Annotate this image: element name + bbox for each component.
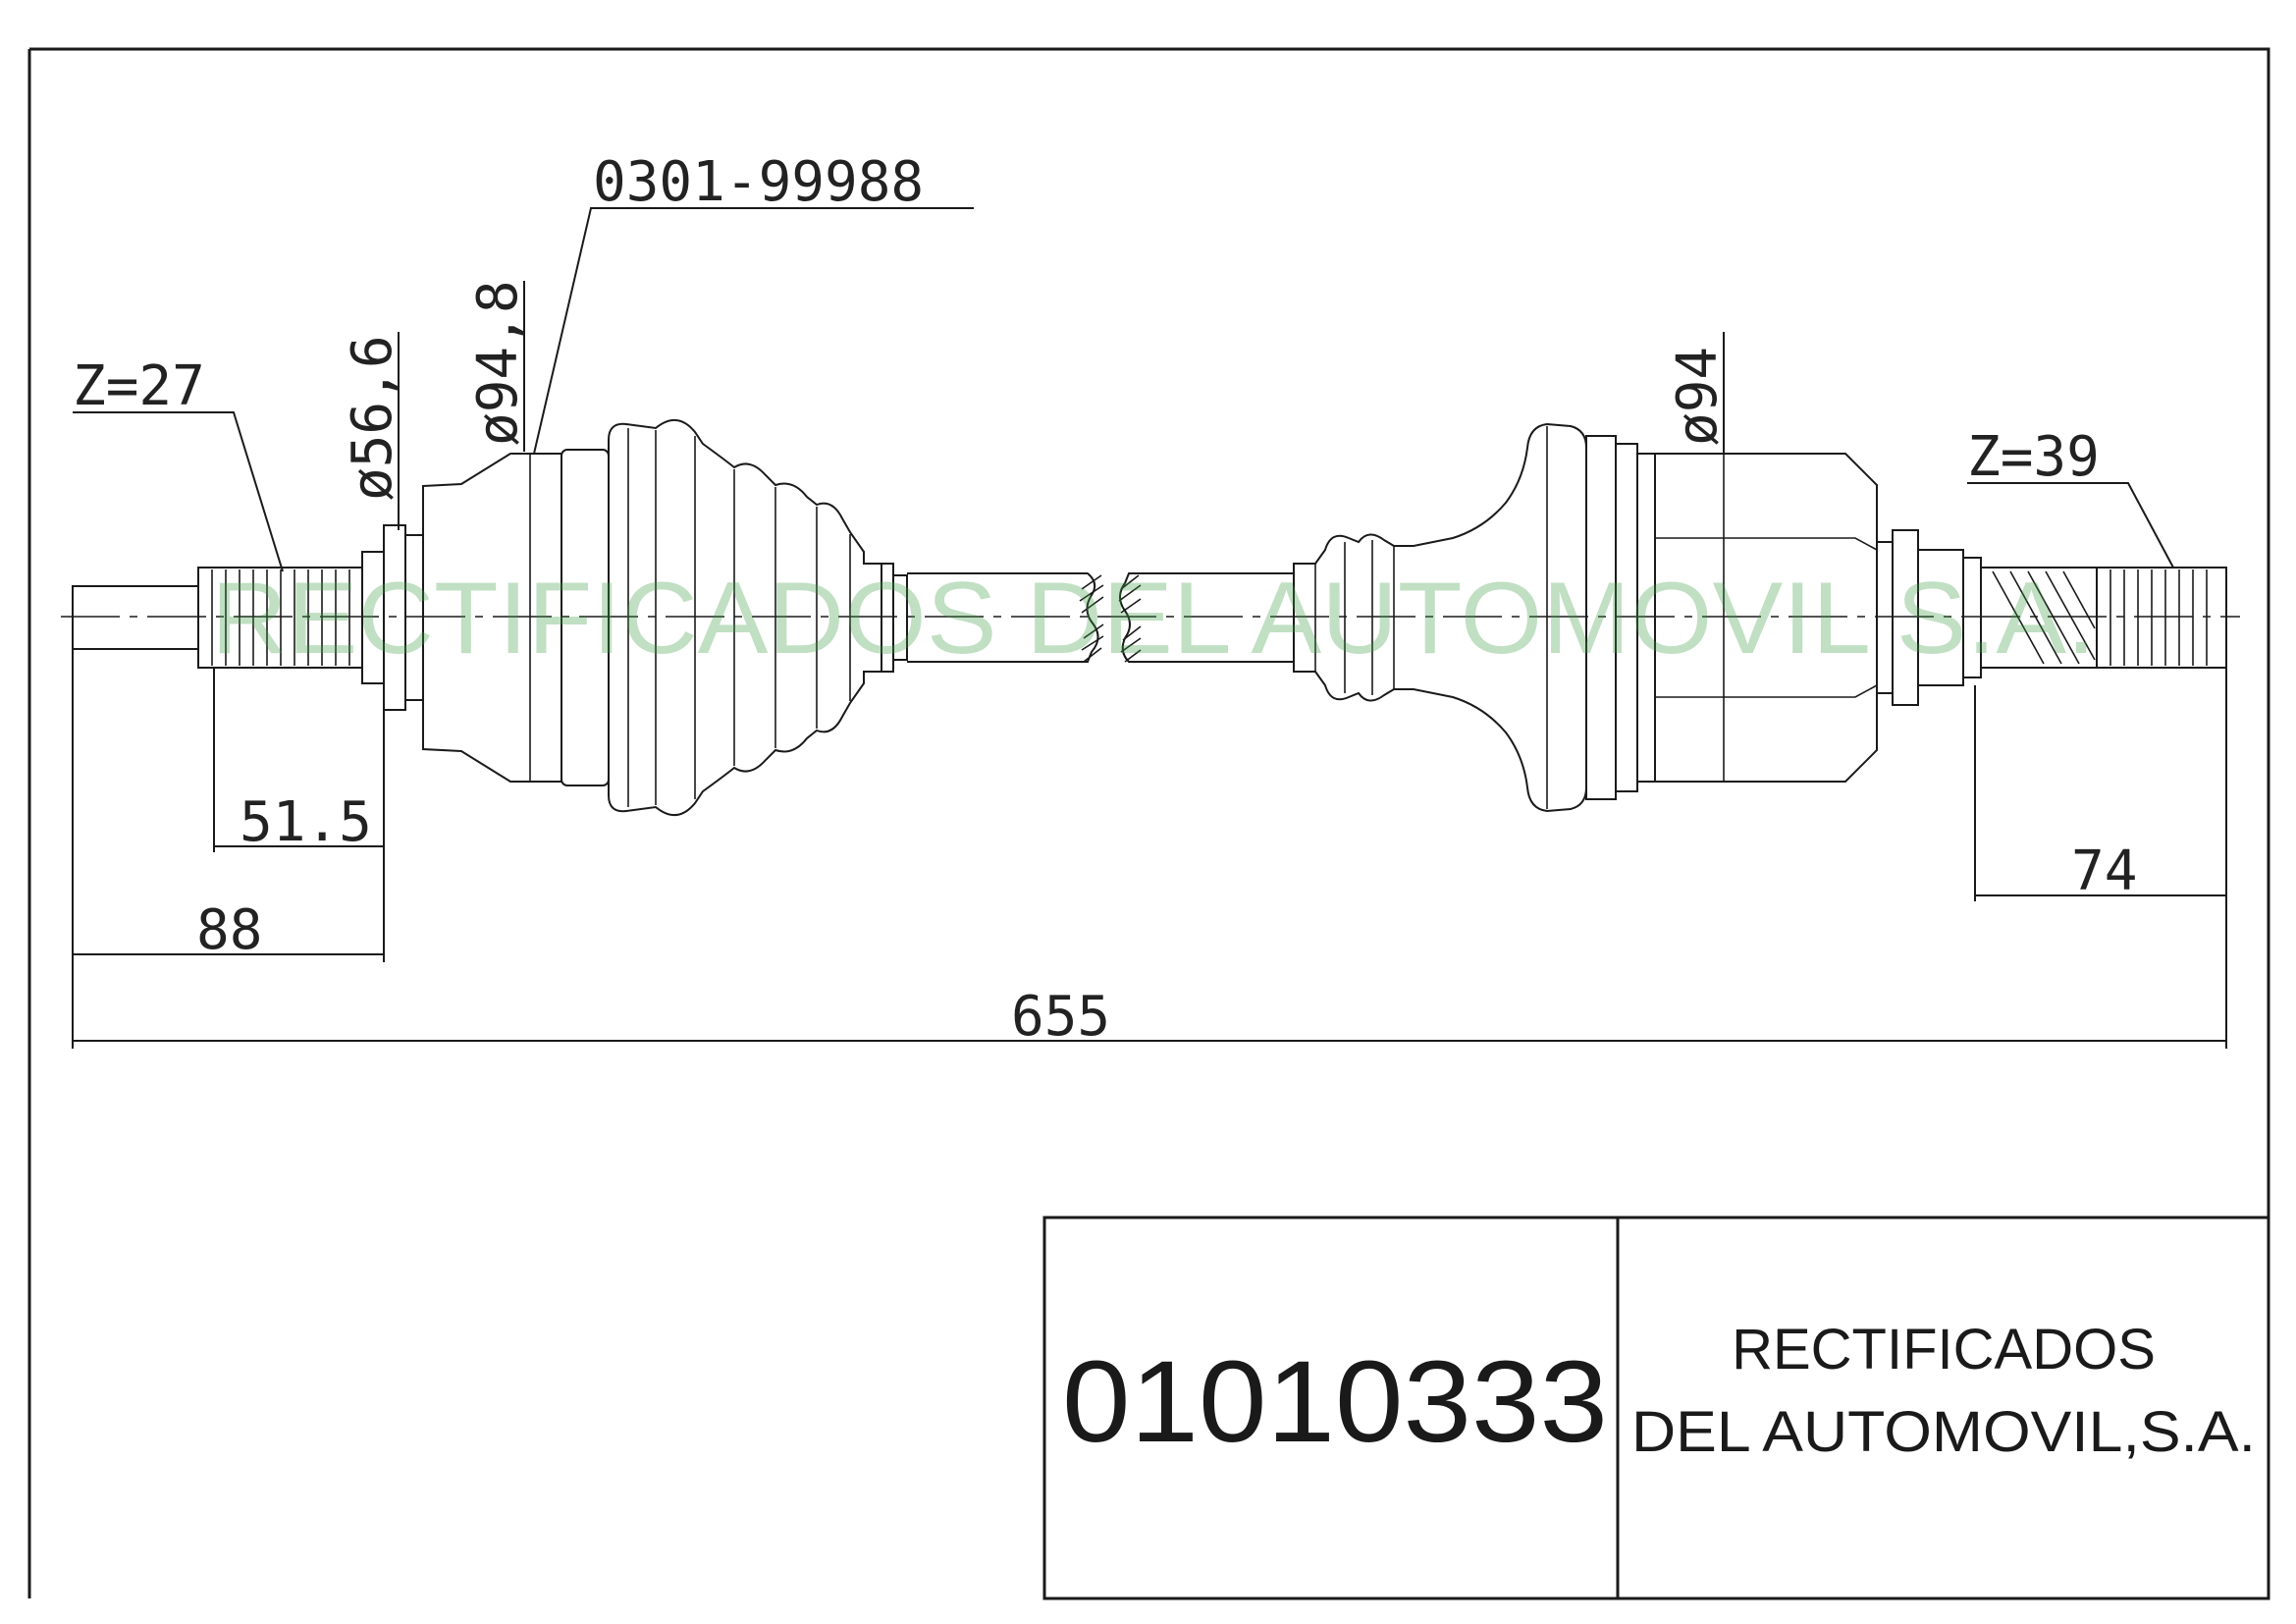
right-stub (1876, 529, 2227, 706)
right-spline-label: Z=39 (1967, 425, 2100, 489)
left-diameter-label: ø56,6 (341, 335, 404, 501)
right-boot-ribs (1314, 426, 1548, 809)
dim-right: 74 (2071, 839, 2137, 903)
dim-overall: 655 (1011, 985, 1110, 1049)
left-stub (72, 524, 424, 711)
dim-left-outer: 88 (196, 898, 262, 962)
shaft (907, 572, 1295, 663)
left-boot-diameter-label: ø94,8 (466, 280, 530, 446)
left-spline-label: Z=27 (73, 354, 205, 418)
watermark-text: RECTIFICADOS DEL AUTOMOVIL S.A. (211, 562, 2096, 676)
dim-left-inner: 51.5 (240, 790, 372, 854)
annotation-leaders (73, 207, 2174, 572)
title-block (1042, 1216, 2270, 1600)
right-diameter-label: ø94 (1666, 347, 1730, 446)
left-cv-joint (422, 449, 610, 786)
right-housing (1585, 435, 1878, 800)
company-name-line1: RECTIFICADOS (1732, 1318, 2156, 1381)
dimension-lines (72, 586, 2227, 1049)
left-boot-clamp (881, 563, 908, 673)
drawing-frame (29, 47, 2270, 1598)
part-number: 01010333 (1062, 1337, 1608, 1467)
company-name-line2: DEL AUTOMOVIL,S.A. (1631, 1400, 2256, 1464)
left-boot-ribs (627, 428, 851, 807)
reference-number: 0301-99988 (593, 150, 924, 214)
